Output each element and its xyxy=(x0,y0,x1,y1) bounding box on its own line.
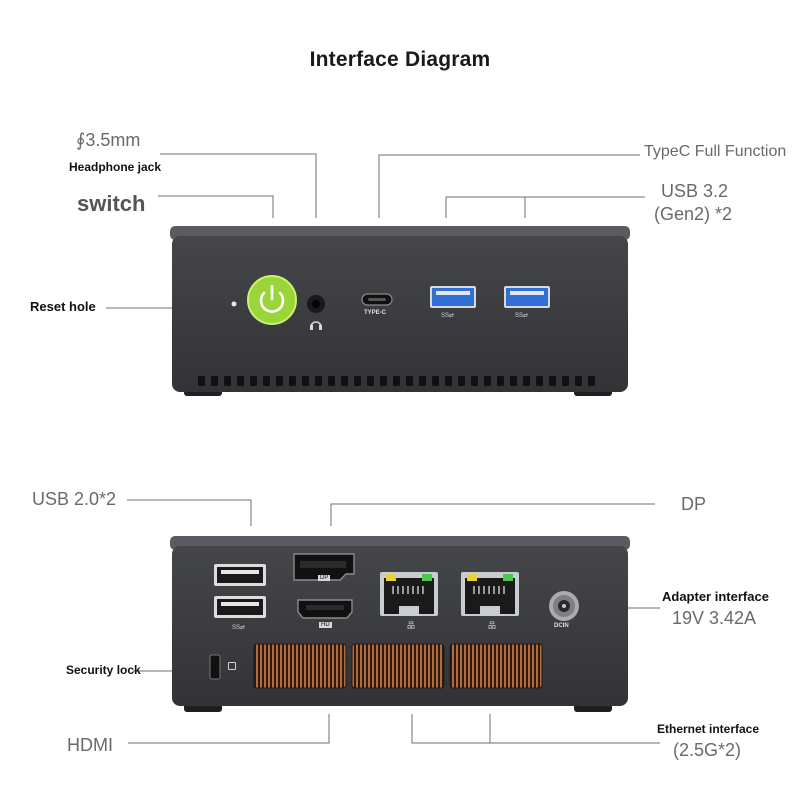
usb32-label-line1: USB 3.2 xyxy=(661,181,729,201)
hdmi-port[interactable] xyxy=(297,599,353,619)
reset-label: Reset hole xyxy=(30,299,96,314)
leader-switch xyxy=(158,195,274,218)
front-panel xyxy=(170,226,630,396)
usb20-port-1[interactable] xyxy=(214,564,266,586)
headphone-jack[interactable] xyxy=(307,295,325,330)
reset-hole xyxy=(231,301,237,307)
usb32-port-1[interactable] xyxy=(430,286,476,308)
security-lock-label: Security lock xyxy=(66,663,141,677)
leader-usb32 xyxy=(445,196,645,218)
ethernet-port-2[interactable] xyxy=(461,572,519,616)
usb32-mark-1: SS⇄ xyxy=(441,313,455,319)
back-panel xyxy=(170,536,630,712)
dp-mark: DP xyxy=(318,575,331,581)
dc-in-port[interactable] xyxy=(549,591,579,621)
ethernet-port-1[interactable] xyxy=(380,572,438,616)
leader-typec xyxy=(378,154,640,218)
heat-vents xyxy=(253,643,543,689)
lan-mark-2: 品 xyxy=(488,621,496,630)
hdmi-mark: HD xyxy=(319,622,332,628)
switch-label: switch xyxy=(77,191,146,216)
adapter-label: Adapter interface xyxy=(662,589,769,604)
ethernet-spec-label: (2.5G*2) xyxy=(673,740,742,760)
usb32-mark-2: SS⇄ xyxy=(515,313,529,319)
headphone-size-label: ∮3.5mm xyxy=(76,130,141,150)
usb32-label-line2: (Gen2) *2 xyxy=(654,204,733,224)
page-title: Interface Diagram xyxy=(309,48,491,71)
usb20-port-2[interactable] xyxy=(214,596,266,618)
headphone-label: Headphone jack xyxy=(69,160,162,174)
typec-mark: TYPE-C xyxy=(364,310,387,316)
dp-port[interactable] xyxy=(293,553,355,581)
leader-headphone xyxy=(160,153,317,218)
ethernet-label: Ethernet interface xyxy=(657,722,760,736)
leader-dp xyxy=(330,503,655,526)
adapter-spec-label: 19V 3.42A xyxy=(672,608,757,628)
usb20-label: USB 2.0*2 xyxy=(32,489,117,509)
typec-label: TypeC Full Function xyxy=(644,143,787,160)
typec-port[interactable] xyxy=(361,293,393,306)
leader-ethernet xyxy=(411,714,660,744)
dp-label: DP xyxy=(681,494,707,514)
lock-icon xyxy=(228,662,236,670)
usb32-port-2[interactable] xyxy=(504,286,550,308)
lan-mark-1: 品 xyxy=(407,621,415,630)
dcin-mark: DCIN xyxy=(554,623,569,629)
leader-usb20 xyxy=(127,499,252,526)
leader-hdmi xyxy=(128,714,330,744)
hdmi-label: HDMI xyxy=(67,735,113,755)
security-lock-slot[interactable] xyxy=(209,654,221,680)
usb20-mark: SS⇄ xyxy=(232,625,246,631)
power-button[interactable] xyxy=(247,275,297,325)
